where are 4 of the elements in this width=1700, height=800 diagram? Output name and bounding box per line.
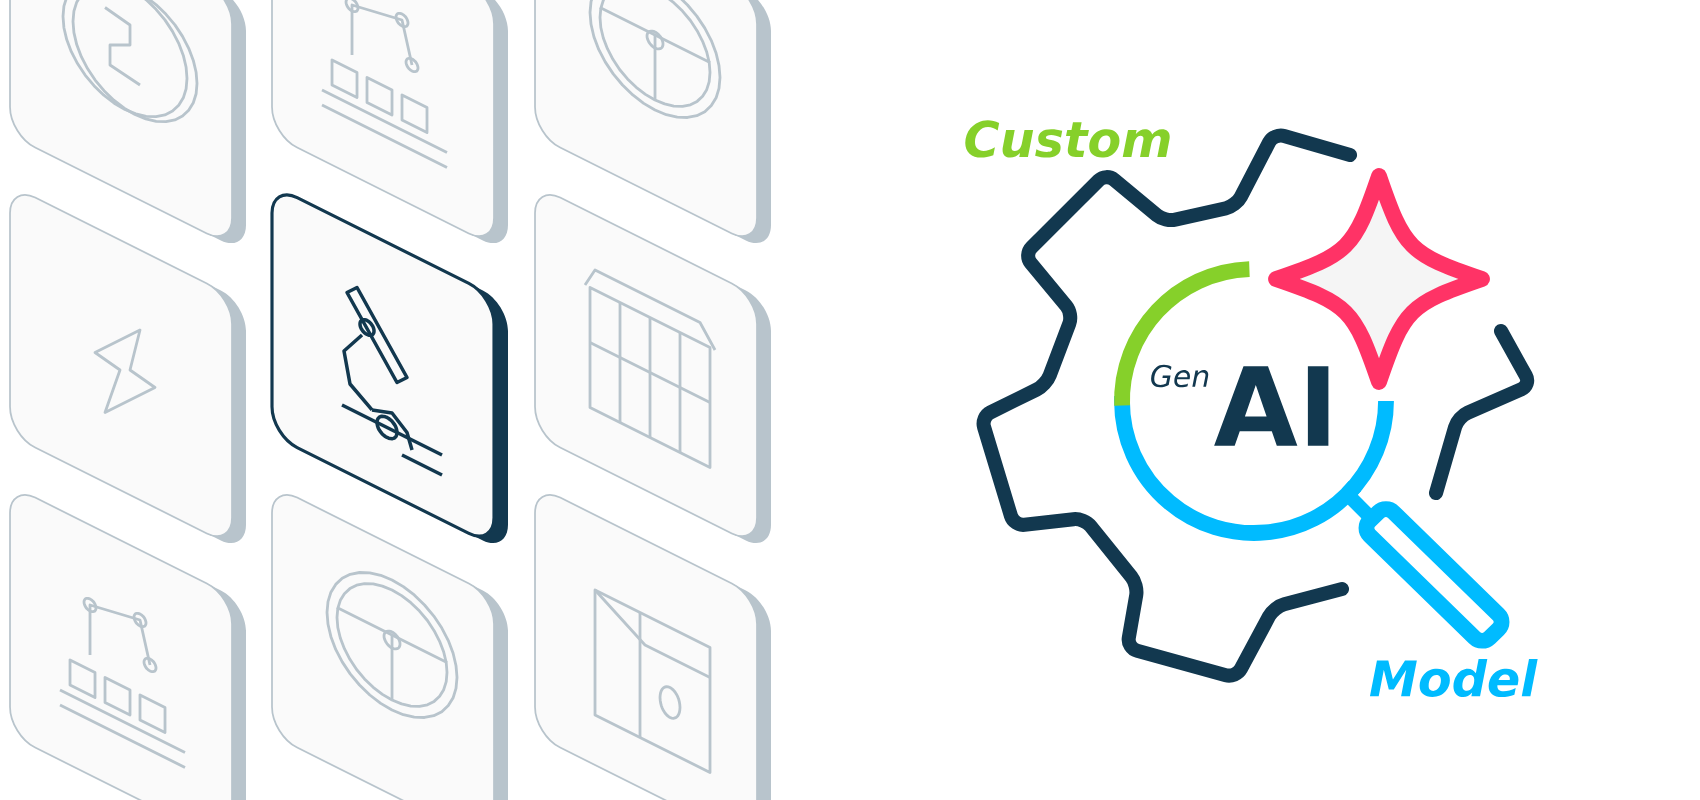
label-text: Gen xyxy=(1151,364,1209,388)
heading-text: Custom xyxy=(965,120,1170,158)
heading-text: Model xyxy=(1369,658,1538,698)
label-text: AI xyxy=(1214,366,1329,446)
